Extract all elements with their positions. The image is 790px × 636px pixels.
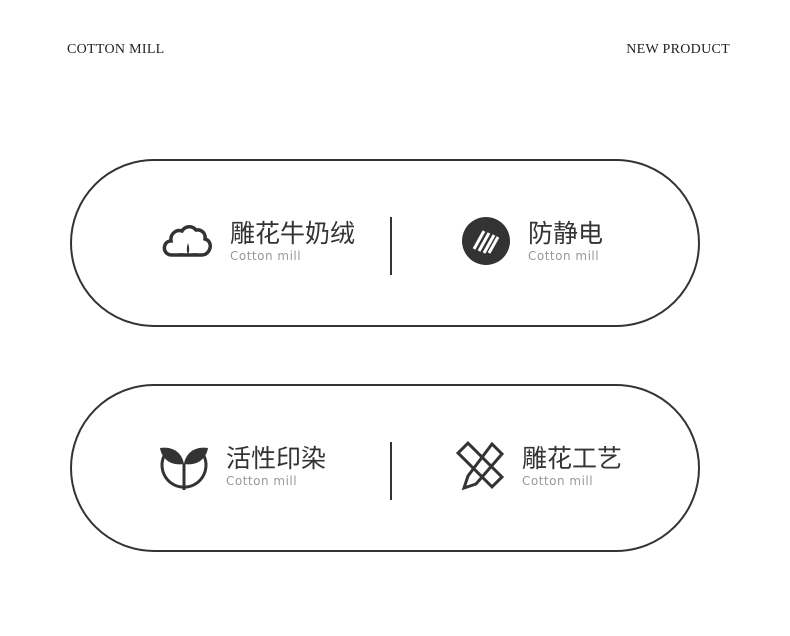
- divider: [390, 442, 392, 500]
- feature-title: 雕花牛奶绒: [230, 219, 356, 248]
- antistatic-icon: [462, 217, 510, 265]
- cotton-icon: [162, 225, 212, 257]
- divider: [390, 217, 392, 275]
- sprout-icon: [160, 447, 208, 490]
- feature-subtitle: Cotton mill: [226, 474, 298, 488]
- feature-title: 雕花工艺: [522, 444, 623, 473]
- brand-label: COTTON MILL: [67, 42, 165, 57]
- feature-title: 防静电: [528, 219, 604, 248]
- feature-title: 活性印染: [226, 444, 327, 473]
- feature-subtitle: Cotton mill: [528, 249, 600, 263]
- feature-subtitle: Cotton mill: [522, 474, 594, 488]
- feature-subtitle: Cotton mill: [230, 249, 302, 263]
- new-product-label: NEW PRODUCT: [626, 42, 730, 57]
- ruler-pencil-icon: [455, 440, 505, 491]
